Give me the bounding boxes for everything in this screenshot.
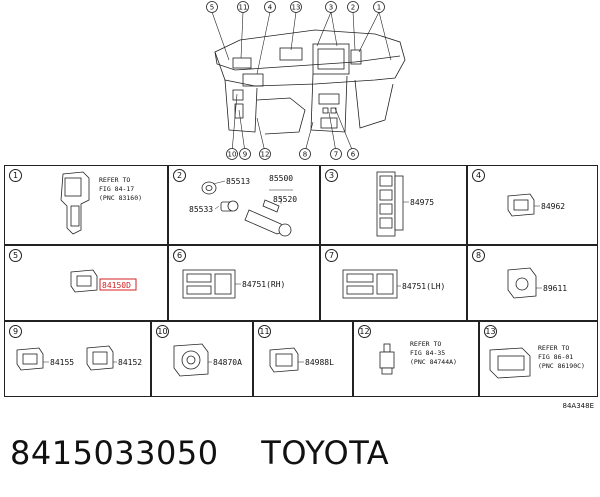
cell-number: 6 — [173, 249, 186, 262]
part-label-84988l: 84988L — [305, 358, 334, 367]
cell-13-ref-line2: FIG 86-01 — [538, 353, 573, 361]
cell-8: 8 89611 — [467, 245, 598, 321]
cell-12-ref-line3: (PNC 84744A) — [410, 358, 457, 366]
callout-2: 2 — [351, 4, 355, 12]
cell-1-ref-line2: FIG 84-17 — [99, 185, 134, 193]
callout-9: 9 — [243, 151, 247, 159]
cell-number: 9 — [9, 325, 22, 338]
cell-4: 4 84962 — [467, 165, 598, 245]
part-label-85520: 85520 — [273, 195, 297, 204]
cell-1-ref-line1: REFER TO — [99, 176, 130, 184]
callout-13: 13 — [292, 4, 301, 12]
cell-number: 12 — [358, 325, 371, 338]
callout-4: 4 — [268, 4, 273, 12]
caption: 8415033050 TOYOTA — [10, 434, 421, 472]
cell-13: 13 REFER TO FIG 86-01 (PNC 86190C) — [479, 321, 598, 397]
part-label-85513: 85513 — [226, 177, 250, 186]
cell-1-ref-line3: (PNC 83160) — [99, 194, 142, 202]
figure-code: 84A348E — [562, 402, 594, 410]
cell-12-ref-line2: FIG 84-35 — [410, 349, 445, 357]
callout-6: 6 — [351, 151, 356, 159]
part-label-84150d-highlighted: 84150D — [102, 281, 131, 290]
cell-number: 13 — [484, 325, 497, 338]
cell-9: 9 84155 84152 — [4, 321, 151, 397]
cell-12-ref-line1: REFER TO — [410, 340, 441, 348]
callout-5: 5 — [210, 4, 214, 12]
callout-8: 8 — [303, 151, 307, 159]
part-label-89611: 89611 — [543, 284, 567, 293]
cell-6: 6 84751(RH) — [168, 245, 320, 321]
callout-11: 11 — [239, 4, 248, 12]
cell-number: 7 — [325, 249, 338, 262]
cell-number: 10 — [156, 325, 169, 338]
cell-1: 1 REFER TO FIG 84-17 (PNC 83160) — [4, 165, 168, 245]
cell-number: 4 — [472, 169, 485, 182]
dashboard-overview-drawing: 5 11 4 13 3 2 1 10 9 12 8 7 6 — [206, 1, 406, 160]
cell-2: 2 85513 85500 85533 85520 — [168, 165, 320, 245]
callout-12: 12 — [261, 151, 270, 159]
cell-13-ref-line3: (PNC 86190C) — [538, 362, 585, 370]
cell-number: 8 — [472, 249, 485, 262]
cell-10: 10 84870A — [151, 321, 253, 397]
parts-grid: 1 REFER TO FIG 84-17 (PNC 83160) 2 85513 — [4, 165, 598, 397]
cell-5: 5 84150D — [4, 245, 168, 321]
cell-11: 11 84988L — [253, 321, 353, 397]
part-label-84152: 84152 — [118, 358, 142, 367]
cell-number: 3 — [325, 169, 338, 182]
part-label-85500: 85500 — [269, 174, 293, 183]
callout-1: 1 — [377, 4, 381, 12]
cell-3: 3 84975 — [320, 165, 467, 245]
callout-10: 10 — [228, 151, 237, 159]
cell-number: 5 — [9, 249, 22, 262]
cell-13-ref-line1: REFER TO — [538, 344, 569, 352]
part-label-84751-lh: 84751(LH) — [402, 282, 445, 291]
callout-3: 3 — [329, 4, 333, 12]
part-label-84155: 84155 — [50, 358, 74, 367]
cell-number: 1 — [9, 169, 22, 182]
part-number: 8415033050 — [10, 434, 219, 472]
brand-name: TOYOTA — [261, 434, 390, 472]
cell-7: 7 84751(LH) — [320, 245, 467, 321]
callout-7: 7 — [334, 151, 338, 159]
part-label-84870a: 84870A — [213, 358, 242, 367]
part-label-84962: 84962 — [541, 202, 565, 211]
cell-number: 11 — [258, 325, 271, 338]
part-label-84975: 84975 — [410, 198, 434, 207]
cell-12: 12 REFER TO FIG 84-35 (PNC 84744A) — [353, 321, 479, 397]
part-label-84751-rh: 84751(RH) — [242, 280, 285, 289]
cell-number: 2 — [173, 169, 186, 182]
part-label-85533: 85533 — [189, 205, 213, 214]
